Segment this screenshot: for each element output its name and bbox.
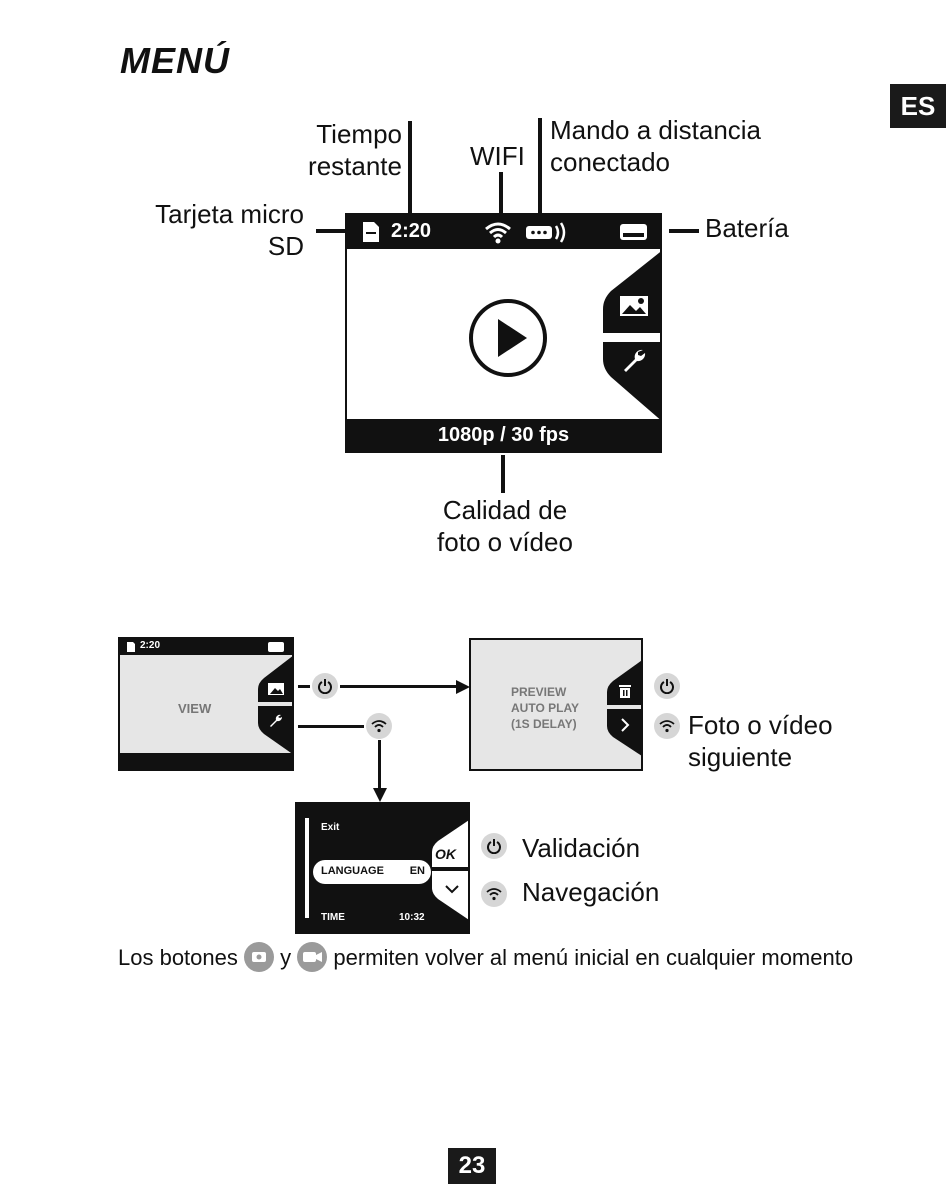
preview-line-3: (1S DELAY) — [511, 717, 577, 731]
time-remaining: 2:20 — [391, 220, 432, 242]
sd-card-icon — [363, 222, 379, 242]
view-time: 2:20 — [140, 640, 161, 651]
settings-side-panel — [432, 820, 468, 920]
page-title: MENÚ — [120, 40, 230, 81]
label-time-left: Tiempo restante — [308, 119, 402, 181]
leader-line-battery — [669, 229, 699, 233]
preview-line-1: PREVIEW — [511, 685, 567, 699]
power-button-icon — [654, 673, 680, 699]
play-button-icon[interactable] — [467, 297, 549, 379]
label-remote: Mando a distancia conectado — [550, 115, 762, 177]
preview-side-panel — [607, 660, 641, 756]
leader-line-wifi — [499, 172, 503, 213]
settings-screen: Exit LANGUAGE EN TIME 10:32 OK — [295, 802, 470, 934]
scrollbar[interactable] — [305, 818, 309, 918]
label-next: Foto o vídeo siguiente — [688, 710, 833, 772]
label-navigation: Navegación — [522, 877, 660, 907]
battery-icon — [268, 642, 284, 652]
wrench-icon[interactable] — [269, 714, 283, 728]
preview-text: PREVIEW AUTO PLAY (1S DELAY) — [511, 684, 579, 732]
battery-icon — [620, 224, 647, 240]
delete-icon[interactable] — [618, 683, 632, 699]
leader-line-time — [408, 121, 412, 213]
resolution-bar: 1080p / 30 fps — [347, 419, 660, 451]
view-side-panel — [258, 656, 292, 754]
note-part-3: permiten volver al menú inicial en cualq… — [333, 944, 854, 970]
menu-item-language[interactable]: LANGUAGE EN — [313, 860, 431, 884]
wifi-button-icon — [654, 713, 680, 739]
leader-line-sd — [316, 229, 346, 233]
arrowhead — [456, 680, 470, 694]
note-part-1: Los botones — [118, 944, 238, 970]
label-validation: Validación — [522, 833, 641, 863]
preview-line-2: AUTO PLAY — [511, 701, 580, 715]
power-button-icon — [481, 833, 507, 859]
label-battery: Batería — [705, 213, 789, 243]
chevron-right-icon[interactable] — [620, 718, 630, 732]
language-value: EN — [409, 865, 425, 877]
arrow-to-settings — [378, 740, 381, 790]
chevron-down-icon[interactable] — [445, 884, 459, 894]
sd-card-icon — [127, 642, 135, 652]
label-quality: Calidad de foto o vídeo — [437, 495, 573, 557]
ok-button[interactable]: OK — [435, 846, 456, 862]
note-part-2: y — [280, 944, 292, 970]
label-sd-card: Tarjeta micro SD — [155, 199, 304, 261]
label-wifi: WIFI — [470, 141, 525, 171]
leader-line-remote — [538, 118, 542, 213]
preview-screen: PREVIEW AUTO PLAY (1S DELAY) — [469, 638, 643, 771]
arrowhead — [373, 788, 387, 802]
gallery-icon[interactable] — [619, 295, 649, 317]
side-panel — [603, 252, 660, 420]
menu-item-exit[interactable]: Exit — [321, 822, 340, 833]
menu-item-time[interactable]: TIME — [321, 912, 345, 923]
arrow-segment — [298, 685, 310, 688]
view-bottom-bar — [120, 753, 292, 769]
wifi-button-icon — [366, 713, 392, 739]
view-label: VIEW — [178, 701, 212, 716]
language-tab: ES — [890, 84, 946, 128]
status-bar: 2:20 — [347, 215, 660, 249]
time-value: 10:32 — [399, 912, 425, 923]
wifi-icon — [485, 222, 511, 244]
wrench-icon[interactable] — [621, 348, 647, 374]
language-label: LANGUAGE — [321, 865, 384, 877]
footer-note: Los botones y permiten volver al menú in… — [118, 942, 854, 974]
arrow-to-preview — [340, 685, 458, 688]
remote-connected-icon — [526, 222, 566, 243]
view-status-bar: 2:20 — [120, 639, 292, 655]
gallery-icon[interactable] — [268, 683, 284, 695]
arrow-segment — [298, 725, 364, 728]
wifi-button-icon — [481, 881, 507, 907]
camera-screen: 2:20 108 — [345, 213, 662, 453]
page-number: 23 — [448, 1148, 496, 1184]
photo-button-icon — [244, 942, 274, 972]
leader-line-quality — [501, 455, 505, 493]
view-screen: 2:20 VIEW — [118, 637, 294, 771]
video-button-icon — [297, 942, 328, 972]
power-button-icon — [312, 673, 338, 699]
